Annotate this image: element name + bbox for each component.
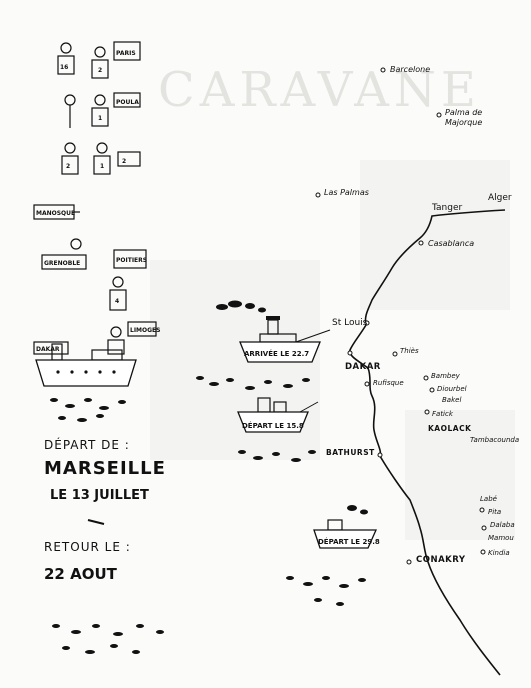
left-liner (35, 343, 137, 387)
smoke-puff (245, 303, 255, 309)
water-stroke (245, 386, 255, 390)
retour-date: 22 AOUT (44, 565, 117, 583)
town-dot (480, 549, 486, 555)
ship-depart-29: DÉPART LE 29.8 (313, 519, 380, 549)
place-label: St Louis (332, 318, 368, 328)
africa-coastline (349, 209, 506, 676)
water-stroke (314, 598, 322, 602)
place-label: DAKAR (345, 362, 381, 372)
shirt-number: 16 (60, 64, 68, 71)
water-stroke (302, 378, 310, 382)
town-dot (418, 240, 424, 246)
town-dot (423, 375, 429, 381)
shirt-number: 1 (98, 115, 102, 122)
shirt-number: 2 (98, 67, 102, 74)
smoke-puff (216, 304, 228, 310)
town-dot (481, 525, 487, 531)
left-water (50, 398, 164, 654)
faded-background-photo (360, 160, 510, 310)
town-dot (347, 350, 353, 356)
depart-city: MARSEILLE (44, 458, 166, 479)
place-label: Tanger (432, 203, 463, 213)
place-label: Labé (480, 495, 497, 503)
place-label: Palma de Majorque (445, 108, 483, 127)
water-stroke (226, 378, 234, 382)
sign-text: LIMOGES (130, 327, 160, 334)
place-label: Tambacounda (470, 436, 520, 444)
dash-mark (87, 519, 105, 525)
water-stroke (339, 584, 349, 588)
ship-label: ARRIVÉE LE 22.7 (244, 349, 309, 358)
town-dot (377, 452, 383, 458)
shirt-number: 1 (100, 163, 104, 170)
place-label: Alger (488, 193, 512, 203)
place-label: BATHURST (326, 448, 375, 457)
sign-text: GRENOBLE (44, 260, 80, 267)
town-dot (392, 351, 398, 357)
faded-background-photo (405, 410, 515, 540)
sign-text: MANOSQUE (36, 210, 75, 217)
depart-label: DÉPART DE : (44, 438, 130, 452)
place-label: Kindia (488, 549, 510, 557)
water-stroke (253, 456, 263, 460)
place-label: Rufisque (373, 379, 404, 387)
town-dot (315, 192, 321, 198)
smoke-puff (360, 509, 368, 515)
water-stroke (291, 458, 301, 462)
ship-label: DÉPART LE 29.8 (318, 537, 380, 546)
depart-date: LE 13 JUILLET (50, 488, 149, 503)
place-label: Diourbel (437, 385, 467, 393)
ship-depart-15: DÉPART LE 15.8 (237, 397, 319, 433)
caravane-title: CARAVANE (158, 62, 481, 118)
water-stroke (283, 384, 293, 388)
town-dot (436, 112, 442, 118)
water-stroke (238, 450, 246, 454)
place-label: Casablanca (428, 239, 475, 248)
shirt-number: 2 (122, 158, 126, 165)
place-label: Thiès (400, 347, 419, 355)
water-stroke (286, 576, 294, 580)
place-label: Bambey (431, 372, 460, 380)
town-dot (364, 381, 370, 387)
place-label: Mamou (488, 534, 514, 542)
water-stroke (308, 450, 316, 454)
town-dot (380, 67, 386, 73)
place-label: Pita (488, 508, 502, 516)
water-stroke (336, 602, 344, 606)
children-figures (33, 41, 157, 355)
water-stroke (209, 382, 219, 386)
smoke-puff (258, 307, 266, 313)
town-dot (364, 320, 370, 326)
sign-text: PARIS (116, 50, 136, 57)
smoke-puff (347, 505, 357, 511)
town-dot (424, 409, 430, 415)
town-dot (479, 507, 485, 513)
smoke-puff (228, 300, 242, 308)
place-label: Fatick (432, 410, 453, 418)
place-label: CONAKRY (416, 555, 466, 565)
place-label: KAOLACK (428, 424, 472, 433)
shirt-number: 2 (66, 163, 70, 170)
retour-label: RETOUR LE : (44, 540, 131, 554)
ship-label: DÉPART LE 15.8 (242, 421, 304, 430)
ship-arrivee: ARRIVÉE LE 22.7 (239, 316, 331, 363)
water-stroke (322, 576, 330, 580)
sign-text: DAKAR (36, 346, 60, 353)
water-stroke (272, 452, 280, 456)
town-dot (406, 559, 412, 565)
place-label: Bakel (442, 396, 462, 404)
shirt-number: 4 (115, 298, 119, 305)
sign-text: POITIERS (116, 257, 147, 264)
water-stroke (264, 380, 272, 384)
place-label: Las Palmas (324, 188, 369, 197)
place-label: Dalaba (490, 521, 515, 529)
sign-text: POULA (116, 99, 139, 106)
place-label: Barcelone (390, 65, 431, 74)
water-stroke (196, 376, 204, 380)
water-stroke (358, 578, 366, 582)
water-stroke (303, 582, 313, 586)
town-dot (429, 387, 435, 393)
